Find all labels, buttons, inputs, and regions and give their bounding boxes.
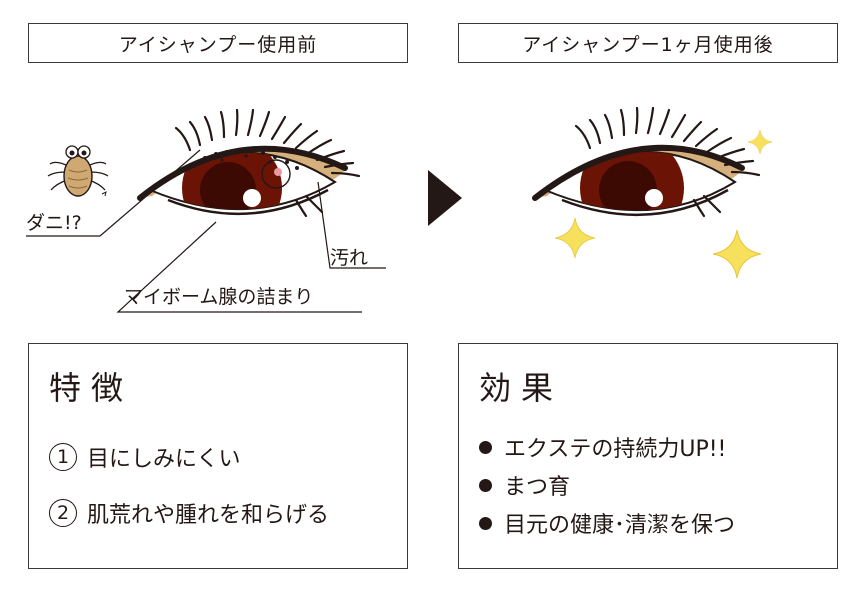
eyelashes	[174, 108, 361, 218]
bullet-icon	[479, 478, 492, 492]
dirt-label: 汚れ	[330, 247, 369, 269]
before-eye	[26, 108, 386, 313]
tick-icon	[47, 145, 109, 197]
eye-highlight-after	[645, 189, 663, 207]
effect-text: エクステの持続力UP!!	[504, 437, 727, 462]
number-badge: 1	[49, 443, 77, 471]
effects-panel: 効果 エクステの持続力UP!! まつ育 目元の健康･清潔を保つ	[458, 343, 838, 569]
bullet-icon	[479, 516, 492, 530]
effects-heading: 効果	[479, 369, 564, 407]
effects-list: エクステの持続力UP!! まつ育 目元の健康･清潔を保つ	[479, 428, 735, 542]
feature-item: 1 目にしみにくい	[49, 429, 329, 485]
features-heading: 特徴	[49, 369, 134, 407]
bullet-icon	[479, 440, 492, 454]
eye-illustrations	[26, 106, 773, 313]
effect-item: まつ育	[479, 466, 735, 504]
pupil	[200, 162, 256, 210]
pupil-after	[599, 161, 657, 211]
meibomian-label: マイボーム腺の詰まり	[124, 286, 314, 308]
right-arrow-icon	[428, 170, 462, 226]
feature-text: 目にしみにくい	[87, 447, 241, 472]
eye-highlight	[243, 189, 261, 207]
feature-text: 肌荒れや腫れを和らげる	[87, 503, 330, 528]
feature-item: 2 肌荒れや腫れを和らげる	[49, 485, 329, 541]
features-panel: 特徴 1 目にしみにくい 2 肌荒れや腫れを和らげる	[28, 343, 408, 569]
before-title-text: アイシャンプー使用前	[118, 33, 318, 56]
after-eye	[532, 106, 761, 218]
dirt-marker	[261, 159, 291, 189]
effect-text: まつ育	[504, 475, 571, 500]
features-list: 1 目にしみにくい 2 肌荒れや腫れを和らげる	[49, 441, 329, 541]
eyelashes-after	[574, 106, 761, 218]
before-title: アイシャンプー使用前	[28, 23, 408, 63]
after-title-text: アイシャンプー1ヶ月使用後	[522, 33, 774, 56]
effect-item: エクステの持続力UP!!	[479, 428, 735, 466]
tick-label: ダニ!?	[26, 212, 82, 234]
eyelid-crease	[140, 146, 345, 198]
after-title: アイシャンプー1ヶ月使用後	[458, 23, 838, 63]
effect-item: 目元の健康･清潔を保つ	[479, 504, 735, 542]
effect-text: 目元の健康･清潔を保つ	[504, 513, 736, 538]
number-badge: 2	[49, 499, 77, 527]
